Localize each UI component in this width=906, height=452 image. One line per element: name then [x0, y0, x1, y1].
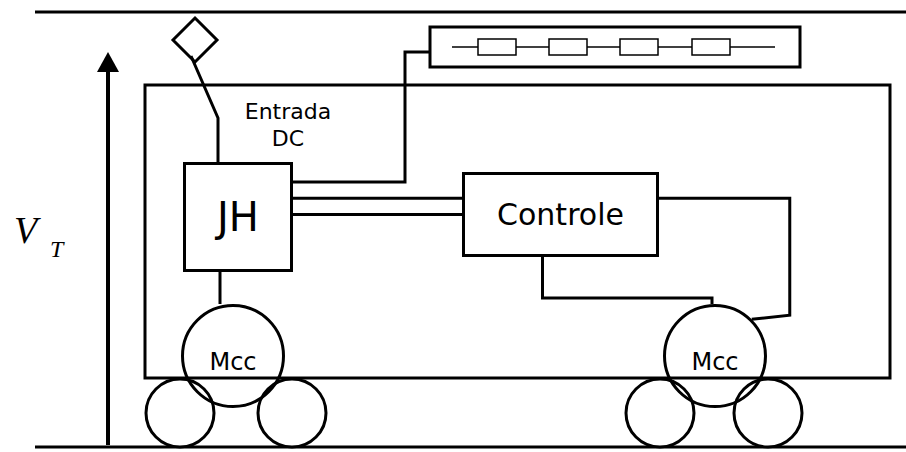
converter-box: JH [183, 162, 293, 272]
control-box: Controle [462, 172, 659, 257]
wire [543, 257, 713, 304]
resistor-symbol [478, 39, 730, 55]
overhead-line [35, 11, 906, 14]
wire [293, 213, 462, 216]
voltage-symbol: V [14, 208, 37, 252]
dc-motor: Mcc [663, 304, 767, 408]
node-label: Controle [497, 197, 624, 232]
input-label: Entrada DC [226, 98, 350, 152]
wire [219, 272, 222, 304]
node-label: Mcc [209, 348, 256, 376]
voltage-subscript: T [50, 236, 63, 263]
arrow-head [97, 52, 119, 72]
node-label: JH [217, 194, 259, 240]
wheel [146, 379, 802, 447]
car-body [145, 85, 890, 378]
resistor-bank [430, 27, 800, 67]
voltage-arrow [106, 66, 110, 445]
node-label: Mcc [691, 348, 738, 376]
dc-input-wire [191, 56, 218, 163]
pantograph [173, 18, 217, 62]
dc-motor: Mcc [181, 304, 285, 408]
